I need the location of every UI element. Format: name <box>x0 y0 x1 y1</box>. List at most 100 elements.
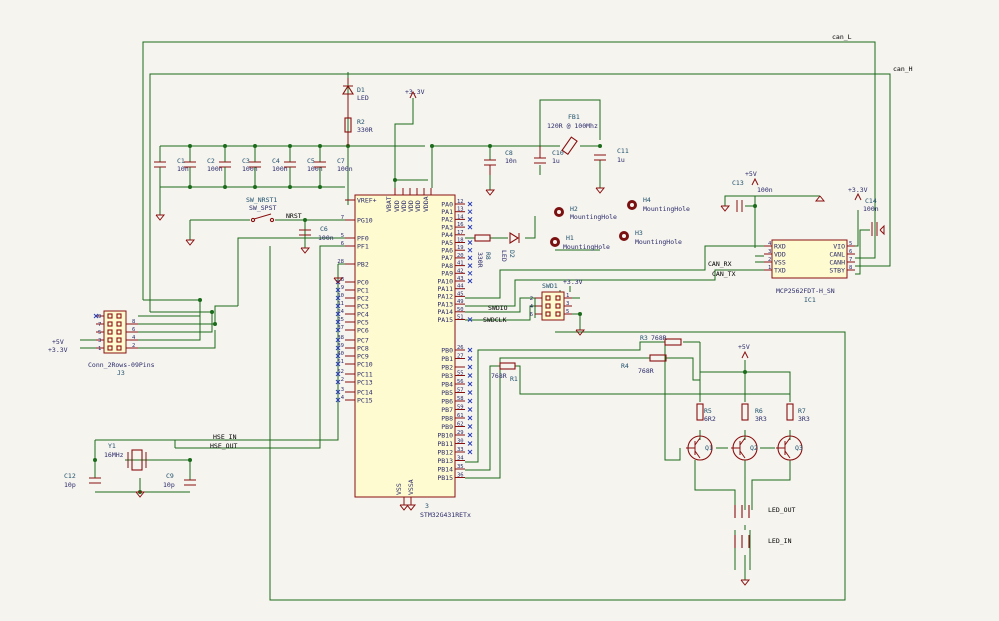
ferrite-fb1[interactable]: FB1 120R @ 100Mhz <box>547 113 598 156</box>
mcu-vdd3-label: VDD <box>407 200 415 212</box>
mcu-right-pin-name: PB1 <box>441 355 453 363</box>
mcu-right-pin-num: 43 <box>457 276 464 282</box>
led-d1[interactable]: D1 LED <box>342 78 369 102</box>
mcu-right-pin-name: PB3 <box>441 372 453 380</box>
mcu-right-pin-num: 30 <box>457 439 464 445</box>
r7-ref: R7 <box>798 407 806 415</box>
transistor-q3[interactable]: Q3 <box>776 435 803 461</box>
resistor-r7[interactable]: R7 3R3 <box>786 403 810 423</box>
no-connect-icon <box>467 201 473 207</box>
mounting-hole-h3[interactable]: H3 MountingHole <box>619 229 682 246</box>
c5-ref: C5 <box>307 157 315 165</box>
resistor-r3[interactable]: R3 768R <box>640 334 682 346</box>
ground-icon <box>406 504 417 511</box>
capacitor-c14[interactable]: C14 100n <box>863 197 879 236</box>
transistor-collector <box>784 437 791 446</box>
mcu-right-pin-name: PB7 <box>441 406 453 414</box>
mcu-right-pin-num: 61 <box>457 413 464 419</box>
c9-value: 10p <box>163 481 175 489</box>
mounting-hole-h1[interactable]: H1 MountingHole <box>550 234 610 251</box>
switch-nrst[interactable]: SW_NRST1 SW_SPST <box>246 196 277 223</box>
h2-value: MountingHole <box>570 213 617 221</box>
hse-in-label: HSE_IN <box>213 433 237 441</box>
c11-ref: C11 <box>617 147 629 155</box>
y1-ref: Y1 <box>108 442 116 450</box>
mcu-left-pin-num: 11 <box>337 301 344 307</box>
mcu-ref: 3 <box>425 502 429 510</box>
mcu-right-pin-name: PA9 <box>441 270 453 278</box>
mcu-right-pin-name: PA10 <box>437 277 453 285</box>
mcu-right-pin-num: 29 <box>457 430 464 436</box>
r2-ref: R2 <box>357 118 365 126</box>
ground-icon <box>300 247 311 254</box>
capacitor-c9[interactable]: C9 10p <box>163 472 196 489</box>
ic1-pin-name: CANL <box>829 250 845 258</box>
swd-connector[interactable]: SWD1 <box>541 282 565 321</box>
mcu-right-pin-name: PB4 <box>441 380 453 388</box>
connector-j3[interactable]: Conn_2Rows-09Pins J3 <box>88 310 155 377</box>
mcu-left-pin-name: PB2 <box>357 260 369 268</box>
resistor-r4[interactable]: R4 768R <box>621 354 667 375</box>
mcu-right-pin-num: 19 <box>457 245 464 251</box>
resistor-r5[interactable]: R5 6R2 <box>696 403 716 423</box>
mcu-right-pin-num: 18 <box>457 238 464 244</box>
swdclk-label: SWDCLK <box>483 316 507 324</box>
no-connect-icon <box>335 311 341 317</box>
no-connect-icon <box>335 287 341 293</box>
capacitor-c8[interactable]: C8 10n <box>484 149 517 175</box>
c13-value: 100n <box>757 186 773 194</box>
h4-value: MountingHole <box>643 205 690 213</box>
mcu-stm32[interactable]: 3 STM32G431RETx VSS VSSA VBAT VDD VDD VD… <box>354 188 471 519</box>
crystal-y1[interactable]: Y1 16MHz <box>104 442 147 471</box>
capacitor-c12[interactable]: C12 10p <box>64 472 101 489</box>
mcu-left-pin-name: PC15 <box>357 396 373 404</box>
mcu-right-pin-num: 34 <box>457 456 464 462</box>
connector-led-out[interactable]: LED_OUT <box>734 505 795 518</box>
can-transceiver-ic1[interactable]: MCP2562FDT-H_SN IC1 <box>771 239 848 304</box>
h1-value: MountingHole <box>563 243 610 251</box>
connector-led-in[interactable]: LED_IN <box>734 535 792 548</box>
mcu-right-pin-name: PA5 <box>441 239 453 247</box>
mcu-left-pin-name: PC2 <box>357 294 369 302</box>
mcu-right-pin-name: PB8 <box>441 414 453 422</box>
capacitor-c6[interactable]: C6 100n <box>299 225 334 242</box>
mcu-right-pin-num: 41 <box>457 261 464 267</box>
capacitor-c11[interactable]: C11 1u <box>594 147 629 164</box>
capacitor-c13[interactable]: C13 100n <box>732 179 773 212</box>
mcu-right-pin-name: PA6 <box>441 247 453 255</box>
swd-pin-num: 5 <box>566 309 569 315</box>
capacitor-c10[interactable]: C10 1u <box>534 146 564 165</box>
mcu-left-pin-num: 25 <box>337 317 344 323</box>
c12-ref: C12 <box>64 472 76 480</box>
no-connect-icon <box>467 432 473 438</box>
q1-ref: Q1 <box>705 444 713 452</box>
fb1-value: 120R @ 100Mhz <box>547 122 598 130</box>
resistor-r8[interactable]: 330R R8 <box>474 234 492 268</box>
transistor-q1[interactable]: Q1 <box>686 435 713 461</box>
mounting-hole-h4[interactable]: H4 MountingHole <box>627 196 690 213</box>
mcu-left-pin-num: 28 <box>337 259 344 265</box>
swd-pad-icon <box>545 311 551 317</box>
mounting-hole-h2[interactable]: H2 MountingHole <box>554 205 617 221</box>
resistor-r2[interactable]: R2 330R <box>344 102 373 146</box>
resistor-r6[interactable]: R6 3R3 <box>741 403 767 423</box>
transistor-q2[interactable]: Q2 <box>731 435 758 461</box>
resistor-r1[interactable]: 768R R1 <box>491 362 518 383</box>
p5v-label-can: +5V <box>745 170 757 178</box>
swd-pin-num: 6 <box>530 312 533 318</box>
no-connect-icon <box>93 313 99 319</box>
ic1-pin-num: 8 <box>849 265 852 271</box>
d1-value: LED <box>357 94 369 102</box>
led-d2[interactable]: LED D2 <box>500 232 520 262</box>
swd-pad-icon <box>545 303 551 309</box>
c6-ref: C6 <box>320 225 328 233</box>
c1-ref: C1 <box>177 157 185 165</box>
